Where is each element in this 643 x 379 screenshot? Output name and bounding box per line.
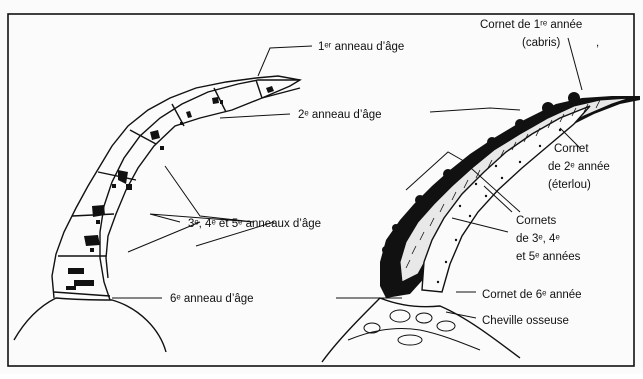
label-cornets345-line3: et 5ᵉ années [516, 251, 581, 263]
label-cheville: Cheville osseuse [482, 315, 569, 327]
section-cells [364, 310, 455, 345]
label-cornet1-mark: , [596, 37, 599, 49]
leader-ring2-right [430, 108, 520, 112]
label-ring6: 6ᵉ anneau d’âge [170, 293, 254, 305]
label-ring2: 2ᵉ anneau d’âge [298, 109, 382, 121]
label-cornet2-line2: de 2ᵉ année [548, 161, 610, 173]
leader-ring2 [220, 114, 290, 118]
label-cornet6: Cornet de 6ᵉ année [482, 289, 582, 301]
label-cornet1-line2: (cabris) [522, 37, 561, 49]
leader-ring1 [258, 46, 312, 76]
label-cornet2-line3: (éterlou) [548, 179, 591, 191]
leader-cornet1 [568, 38, 582, 90]
skull-base-outline [14, 298, 166, 352]
leader-rings345-a [150, 166, 254, 222]
section-skull-inner [348, 328, 480, 350]
ring-line-8 [54, 292, 110, 296]
label-cornets345-line2: de 3ᵉ, 4ᵉ [516, 233, 560, 245]
label-cornet2-line1: Cornet [554, 143, 589, 155]
external-horn [14, 76, 300, 352]
label-ring1: 1ᵉʳ anneau d’âge [318, 41, 404, 53]
label-cornets345-line1: Cornets [516, 215, 557, 227]
figure-frame [8, 14, 634, 366]
ring-line-1 [256, 80, 262, 98]
label-cornet1-line1: Cornet de 1ʳᵉ année [480, 19, 582, 31]
horn-section [322, 92, 640, 362]
label-rings345: 3ᵉ, 4ᵉ et 5ᵉ anneaux d’âge [188, 218, 321, 230]
